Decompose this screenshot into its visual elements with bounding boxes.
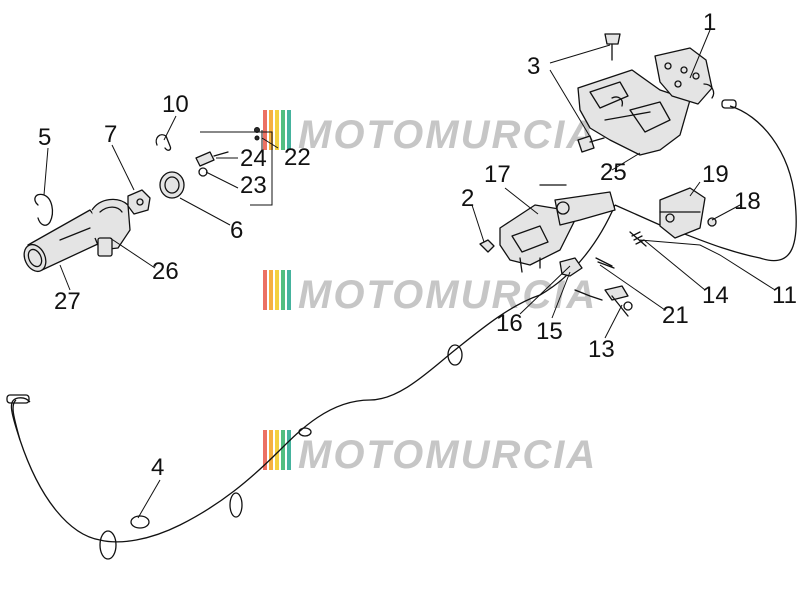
lock-pin-block: [127, 189, 151, 215]
watermark-middle: MOTOMURCIA: [263, 270, 597, 317]
return-spring: [595, 231, 647, 269]
callout-18: 18: [734, 188, 761, 215]
callout-19: 19: [702, 161, 729, 188]
callout-7: 7: [104, 121, 117, 148]
watermark-top-text: MOTOMURCIA: [298, 113, 597, 157]
callout-22: 22: [284, 144, 311, 171]
watermark-middle-text: MOTOMURCIA: [298, 273, 597, 317]
spring-clip: [34, 193, 54, 226]
hinge-plate: [654, 47, 715, 105]
electric-actuator: [659, 187, 706, 239]
main-latch-bracket: [577, 69, 691, 156]
callout-11: 11: [772, 282, 797, 309]
callout-1: 1: [703, 9, 716, 36]
lock-mechanism-body: [499, 184, 616, 273]
callout-17: 17: [484, 161, 511, 188]
callout-26: 26: [152, 258, 179, 285]
lock-cylinder-housing: [23, 209, 103, 273]
callout-24: 24: [240, 145, 267, 172]
watermark-bottom-text: MOTOMURCIA: [298, 433, 597, 477]
cable-connector: [559, 257, 633, 317]
callout-23: 23: [240, 172, 267, 199]
callout-4: 4: [151, 454, 164, 481]
callout-10: 10: [162, 91, 189, 118]
small-spring: [155, 134, 172, 151]
callout-5: 5: [38, 124, 51, 151]
callout-labels: 1 2 3 4 5 6 7 10 11 13 14 15 16 17 18 19…: [38, 9, 797, 481]
grommet: [159, 171, 185, 199]
watermark-bottom: MOTOMURCIA: [263, 430, 597, 477]
leader-lines: [43, 29, 776, 519]
callout-16: 16: [496, 310, 523, 337]
callout-21: 21: [662, 302, 689, 329]
latch-bolt: [577, 33, 621, 153]
callout-27: 27: [54, 288, 81, 315]
watermark-top: MOTOMURCIA: [263, 110, 597, 157]
callout-3: 3: [527, 53, 540, 80]
long-cable: [6, 99, 797, 560]
cylinder-bracket: [91, 198, 131, 257]
actuator-screw: [707, 217, 717, 227]
callout-2: 2: [461, 185, 474, 212]
callout-6: 6: [230, 217, 243, 244]
callout-15: 15: [536, 318, 563, 345]
callout-14: 14: [702, 282, 729, 309]
hex-nut: [479, 239, 495, 253]
callout-25: 25: [600, 159, 627, 186]
callout-13: 13: [588, 336, 615, 363]
